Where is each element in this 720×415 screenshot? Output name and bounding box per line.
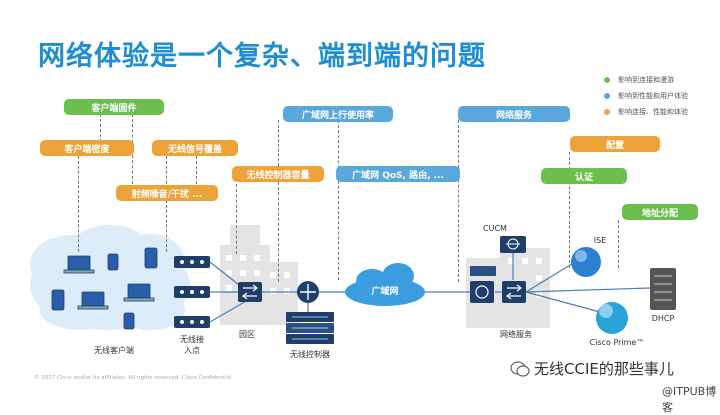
- wechat-watermark: 无线CCIE的那些事儿: [510, 358, 674, 379]
- copyright-footer: © 2017 Cisco and/or its affiliates. All …: [34, 375, 232, 381]
- label-access-point-line2: 入点: [184, 346, 200, 355]
- wechat-icon: [510, 360, 530, 377]
- legend-item-all: 影响连接、性能和体验: [604, 104, 688, 120]
- router-icon: [297, 281, 319, 303]
- cucm-server-icon: [500, 236, 526, 253]
- connector-line: [338, 120, 339, 280]
- label-access-point: 无线接 入点: [170, 334, 214, 356]
- label-ise: ISE: [593, 236, 607, 245]
- pill-wan-utilization: 广域网上行使用率: [283, 106, 393, 122]
- pill-network-services: 网络服务: [458, 106, 570, 122]
- label-dhcp: DHCP: [651, 314, 675, 323]
- label-cucm: CUCM: [483, 224, 507, 233]
- connector-line: [569, 152, 570, 268]
- wireless-controller-icon: [286, 312, 334, 344]
- legend-label: 影响到性能和用户体验: [618, 92, 688, 100]
- connector-line: [100, 114, 101, 142]
- wechat-account-name: 无线CCIE的那些事儿: [534, 360, 674, 378]
- wan-cloud-icon: [345, 263, 425, 306]
- legend-item-roaming: 影响到连接和漫游: [604, 72, 688, 88]
- legend-label: 影响到连接和漫游: [618, 76, 674, 84]
- connector-line: [278, 120, 279, 166]
- cisco-prime-sphere-icon: [596, 302, 628, 334]
- connector-line: [78, 156, 79, 252]
- topology-diagram: [30, 225, 676, 344]
- pill-ip-assign: 地址分配: [622, 204, 698, 220]
- pill-wlc-capacity: 无线控制器容量: [232, 166, 324, 182]
- ise-sphere-icon: [571, 247, 601, 277]
- pill-config: 配置: [570, 136, 660, 152]
- connector-line: [166, 156, 167, 252]
- dhcp-server-icon: [650, 268, 676, 310]
- connector-line: [196, 156, 197, 184]
- legend-item-performance: 影响到性能和用户体验: [604, 88, 688, 104]
- connector-line: [618, 220, 619, 268]
- itpub-watermark: @ITPUB博客: [662, 385, 717, 414]
- green-dot-icon: [604, 77, 610, 83]
- pill-wan-qos: 广域网 QoS, 路由, ...: [336, 166, 460, 182]
- label-campus: 园区: [239, 330, 255, 339]
- access-point-icon: [174, 256, 210, 328]
- legend-label: 影响连接、性能和体验: [618, 108, 688, 116]
- pill-auth: 认证: [541, 168, 627, 184]
- connector-line: [458, 120, 459, 282]
- label-access-point-line1: 无线接: [180, 335, 204, 344]
- client-devices-icon: [51, 247, 158, 330]
- pill-wireless-coverage: 无线信号覆盖: [152, 140, 238, 156]
- blue-dot-icon: [604, 93, 610, 99]
- page-title: 网络体验是一个复杂、端到端的问题: [38, 41, 486, 72]
- label-wireless-clients: 无线客户端: [94, 346, 134, 355]
- pill-rf-noise: 射频噪音/干扰 ...: [116, 185, 218, 201]
- label-net-services: 网络服务: [500, 330, 532, 339]
- orange-dot-icon: [604, 109, 610, 115]
- datacenter-switch-icon: [470, 266, 526, 303]
- legend: 影响到连接和漫游 影响到性能和用户体验 影响连接、性能和体验: [604, 72, 688, 120]
- connector-line: [236, 184, 237, 254]
- label-wlc: 无线控制器: [290, 350, 330, 359]
- pill-client-firmware: 客户端固件: [64, 99, 164, 115]
- pill-client-density: 客户端密度: [40, 140, 134, 156]
- label-cisco-prime: Cisco Prime™: [589, 338, 645, 347]
- campus-switch-icon: [238, 282, 262, 302]
- connector-line: [278, 182, 279, 282]
- label-wan-cloud: 广域网: [371, 287, 399, 297]
